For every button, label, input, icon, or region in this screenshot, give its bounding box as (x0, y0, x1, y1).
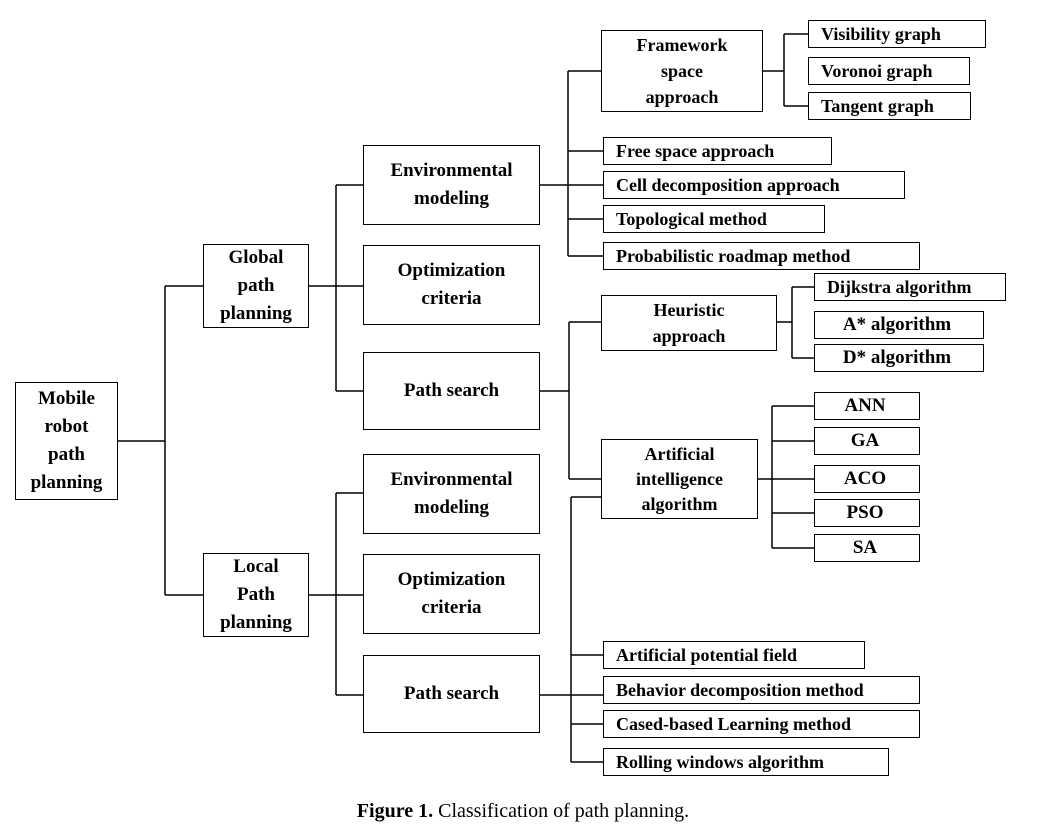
node-cell-decomposition-approach: Cell decomposition approach (603, 171, 905, 199)
node-cased-based-learning-method: Cased-based Learning method (603, 710, 920, 738)
node-artificial-intelligence-algorithm: Artificial intelligence algorithm (601, 439, 758, 519)
node-artificial-potential-field: Artificial potential field (603, 641, 865, 669)
node-behavior-decomposition-method: Behavior decomposition method (603, 676, 920, 704)
node-global-path-planning: Global path planning (203, 244, 309, 328)
node-visibility-graph: Visibility graph (808, 20, 986, 48)
node-sa: SA (814, 534, 920, 562)
node-pso: PSO (814, 499, 920, 527)
node-a-star-algorithm: A* algorithm (814, 311, 984, 339)
node-probabilistic-roadmap-method: Probabilistic roadmap method (603, 242, 920, 270)
node-d-star-algorithm: D* algorithm (814, 344, 984, 372)
node-ga: GA (814, 427, 920, 455)
node-free-space-approach: Free space approach (603, 137, 832, 165)
node-global-environmental-modeling: Environmental modeling (363, 145, 540, 225)
node-local-path-search: Path search (363, 655, 540, 733)
node-aco: ACO (814, 465, 920, 493)
node-ann: ANN (814, 392, 920, 420)
node-voronoi-graph: Voronoi graph (808, 57, 970, 85)
node-local-path-planning: Local Path planning (203, 553, 309, 637)
node-heuristic-approach: Heuristic approach (601, 295, 777, 351)
node-mobile-robot-path-planning: Mobile robot path planning (15, 382, 118, 500)
figure-caption-label: Figure 1. (356, 800, 434, 822)
node-global-path-search: Path search (363, 352, 540, 430)
node-local-environmental-modeling: Environmental modeling (363, 454, 540, 534)
figure-caption: Figure 1. Classification of path plannin… (0, 800, 1046, 823)
node-framework-space-approach: Framework space approach (601, 30, 763, 112)
node-local-optimization-criteria: Optimization criteria (363, 554, 540, 634)
node-topological-method: Topological method (603, 205, 825, 233)
node-dijkstra-algorithm: Dijkstra algorithm (814, 273, 1006, 301)
node-rolling-windows-algorithm: Rolling windows algorithm (603, 748, 889, 776)
node-tangent-graph: Tangent graph (808, 92, 971, 120)
figure-caption-text: Classification of path planning. (433, 800, 690, 822)
node-global-optimization-criteria: Optimization criteria (363, 245, 540, 325)
